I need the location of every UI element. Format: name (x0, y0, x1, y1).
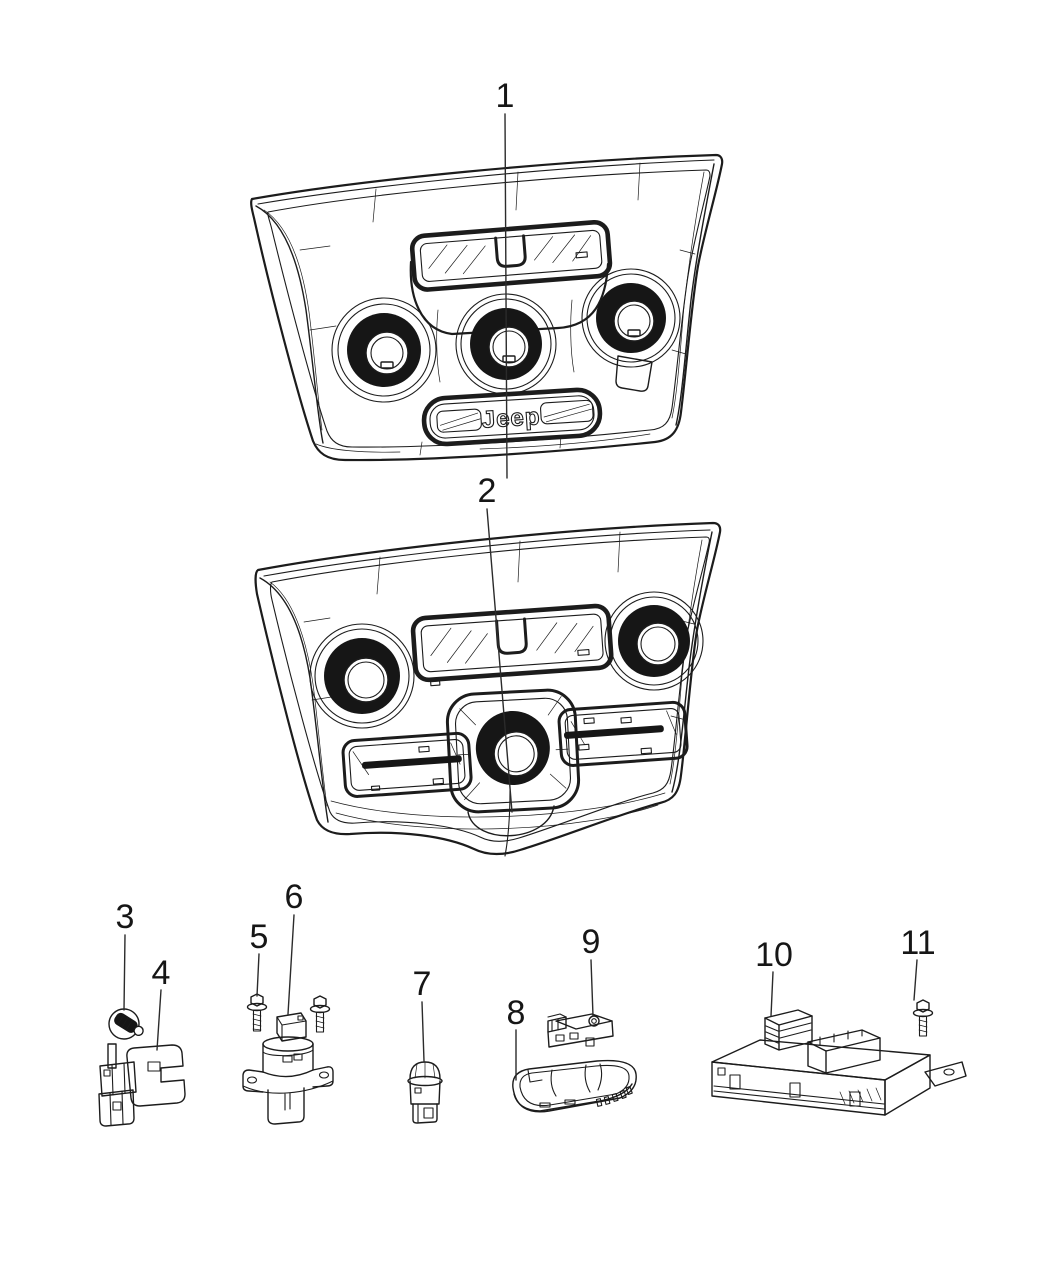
leader-line-6 (287, 914, 295, 1015)
ecu-connector-left (764, 1009, 813, 1051)
bracket-sensor-connector (98, 1043, 137, 1127)
callout-2: 2 (478, 472, 513, 813)
part-control-module (711, 1009, 967, 1116)
jeep-badge-text: Jeep (481, 403, 541, 434)
leader-line-3 (123, 934, 126, 1011)
panel1-jeep-badge: Jeep (421, 387, 603, 447)
ecu-rib-zone (839, 1087, 882, 1105)
callout-4: 4 (152, 954, 171, 1051)
part-sensor-module (547, 1013, 614, 1048)
ecu-connector-right (807, 1029, 881, 1074)
callouts: 1 2 3 4 5 6 7 8 (116, 77, 936, 1081)
panel1-outer-outline (250, 153, 724, 462)
leader-line-2 (486, 508, 513, 813)
panel2-button-pod-left (341, 731, 473, 798)
part-cover (512, 1059, 637, 1113)
callout-3: 3 (116, 898, 135, 1011)
leader-line-9 (590, 959, 594, 1017)
callout-label-10: 10 (755, 936, 793, 974)
panel1-knob-right (581, 268, 681, 392)
callout-label-6: 6 (285, 878, 304, 916)
leader-line-11 (913, 959, 918, 1001)
callout-9: 9 (582, 923, 601, 1017)
panel2-knob-left (309, 623, 415, 729)
cover-vent-slots (595, 1085, 633, 1107)
callout-label-9: 9 (582, 923, 601, 961)
callout-5: 5 (250, 918, 269, 997)
part-grommet (108, 1008, 144, 1040)
bracket-plate (126, 1044, 186, 1107)
panel2-display-opening (410, 603, 614, 687)
panel2-button-pod-right (557, 700, 689, 767)
callout-1: 1 (496, 77, 515, 479)
callout-label-5: 5 (250, 918, 269, 956)
callout-label-8: 8 (507, 994, 526, 1032)
callout-11: 11 (900, 924, 936, 1001)
part-push-switch (407, 1061, 443, 1124)
panel2-knob-right (604, 591, 704, 691)
panel1-display-opening (409, 219, 613, 292)
part-screw-left-b (309, 995, 331, 1033)
part-sensor-bracket (98, 1043, 186, 1127)
callout-label-4: 4 (152, 954, 171, 992)
control-panel-lower (254, 521, 722, 857)
callout-label-1: 1 (496, 77, 515, 115)
part-screw-right (912, 999, 934, 1037)
callout-label-7: 7 (413, 965, 432, 1003)
callout-8: 8 (507, 994, 526, 1081)
leader-line-10 (770, 971, 774, 1017)
callout-label-11: 11 (900, 924, 935, 962)
leader-line-1 (504, 113, 508, 479)
panel2-knob-center (445, 688, 581, 814)
callout-label-2: 2 (478, 472, 497, 510)
callout-10: 10 (755, 936, 793, 1017)
leader-line-5 (256, 953, 260, 997)
leader-line-7 (421, 1001, 425, 1062)
callout-6: 6 (285, 878, 304, 1015)
leader-line-4 (156, 989, 162, 1051)
panel1-inner-outline (267, 169, 711, 448)
control-panel-upper: Jeep (250, 153, 724, 462)
callout-label-3: 3 (116, 898, 135, 936)
ecu-right-face (884, 1054, 931, 1116)
panel1-knob-left (331, 297, 437, 403)
panel2-outer-outline (254, 521, 722, 856)
panel2-facet-mesh (303, 531, 695, 857)
part-actuator (242, 1012, 334, 1125)
panel1-facet-mesh (299, 162, 696, 456)
part-screw-left (246, 993, 268, 1032)
callout-7: 7 (413, 965, 432, 1062)
